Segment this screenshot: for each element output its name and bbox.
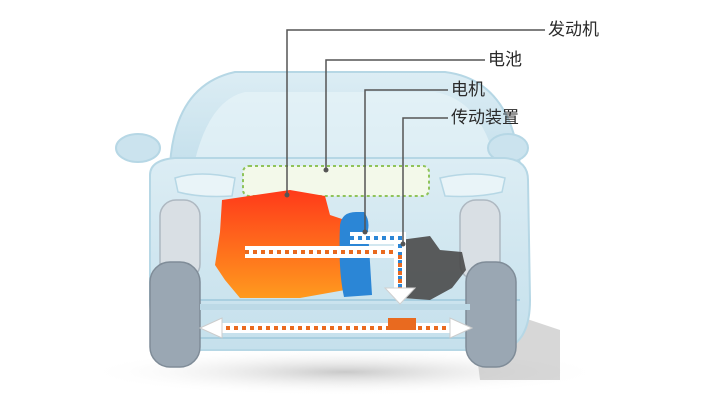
axle-flow (198, 317, 474, 339)
leader-lines (286, 29, 545, 244)
left-mirror (115, 133, 161, 163)
front-right-wheel (465, 261, 517, 368)
axle (200, 304, 470, 310)
battery-leader-line (325, 59, 485, 170)
engine-shape (215, 190, 345, 298)
battery-label: 电池 (488, 50, 522, 70)
motor-leader-line (364, 89, 448, 232)
battery-shape (242, 165, 430, 197)
engine-label: 发动机 (548, 20, 599, 40)
engine-leader-line (286, 29, 545, 195)
power-flow-path (245, 232, 417, 305)
transmission-shape (400, 236, 466, 300)
wheels (149, 199, 517, 368)
front-left-wheel (149, 261, 201, 368)
transmission-label: 传动装置 (451, 108, 519, 128)
motor-label: 电机 (451, 80, 485, 100)
transmission-leader-line (402, 117, 448, 244)
differential (388, 318, 416, 330)
